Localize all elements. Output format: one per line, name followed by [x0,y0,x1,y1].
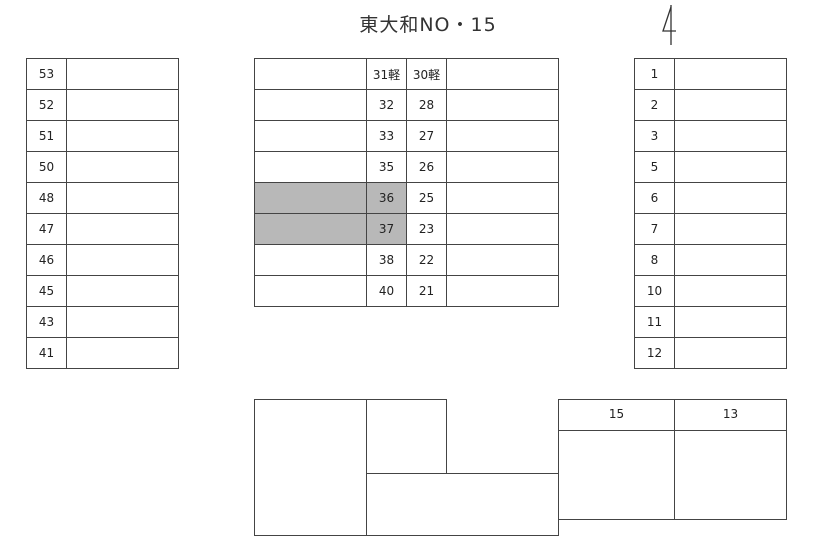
parking-space [674,89,787,121]
north-arrow-icon [662,5,676,45]
parking-space [66,244,179,276]
parking-space-number: 52 [26,89,67,121]
parking-space-number: 26 [406,151,447,183]
parking-space [674,58,787,90]
parking-space [254,120,367,152]
parking-space-number: 31軽 [366,58,407,90]
parking-space [446,89,559,121]
page-title: 東大和NO・15 [359,14,497,36]
parking-space [446,244,559,276]
parking-space [254,244,367,276]
parking-space-number: 48 [26,182,67,214]
parking-space-number: 47 [26,213,67,245]
parking-space-number: 36 [366,182,407,214]
parking-space-number: 53 [26,58,67,90]
parking-space-number: 2 [634,89,675,121]
parking-space [66,275,179,307]
parking-space-number: 21 [406,275,447,307]
parking-space [66,213,179,245]
parking-space-number: 41 [26,337,67,369]
parking-space [674,182,787,214]
building-13-header [674,399,787,431]
building-section-upper [366,399,447,474]
parking-space-number: 51 [26,120,67,152]
parking-space [446,182,559,214]
parking-space-number: 46 [26,244,67,276]
parking-space [66,120,179,152]
parking-space [674,337,787,369]
parking-space-number: 40 [366,275,407,307]
parking-space [674,275,787,307]
building-15-body [558,430,675,520]
parking-space-number: 8 [634,244,675,276]
parking-space [446,58,559,90]
parking-space-number: 23 [406,213,447,245]
parking-space-number: 10 [634,275,675,307]
building-13-label: 13 [722,407,739,421]
parking-space-number: 11 [634,306,675,338]
parking-space [254,89,367,121]
parking-space-number: 32 [366,89,407,121]
parking-space-number: 22 [406,244,447,276]
parking-space-number: 5 [634,151,675,183]
parking-space [66,151,179,183]
parking-space [66,306,179,338]
parking-space [66,337,179,369]
parking-space [446,275,559,307]
parking-space [446,213,559,245]
building-13-body [674,430,787,520]
parking-space [674,306,787,338]
parking-space [66,89,179,121]
parking-space [254,58,367,90]
parking-space [674,120,787,152]
parking-space-number: 3 [634,120,675,152]
parking-space-number: 12 [634,337,675,369]
parking-space-number: 38 [366,244,407,276]
parking-space [254,182,367,214]
parking-space [446,151,559,183]
parking-space-number: 45 [26,275,67,307]
parking-space-number: 37 [366,213,407,245]
parking-space-number: 33 [366,120,407,152]
parking-space-number: 28 [406,89,447,121]
parking-space-number: 43 [26,306,67,338]
parking-space [674,151,787,183]
parking-space-number: 1 [634,58,675,90]
parking-space-number: 27 [406,120,447,152]
parking-space [674,213,787,245]
parking-space-number: 25 [406,182,447,214]
building-section-left [254,399,367,536]
parking-space-number: 35 [366,151,407,183]
parking-space [254,151,367,183]
parking-space [254,213,367,245]
parking-space-number: 6 [634,182,675,214]
parking-space [66,58,179,90]
parking-space [446,120,559,152]
parking-space-number: 30軽 [406,58,447,90]
parking-space [254,275,367,307]
parking-space-number: 7 [634,213,675,245]
building-15-label: 15 [608,407,625,421]
building-section-lower [366,473,559,536]
parking-space-number: 50 [26,151,67,183]
parking-space [66,182,179,214]
parking-space [674,244,787,276]
